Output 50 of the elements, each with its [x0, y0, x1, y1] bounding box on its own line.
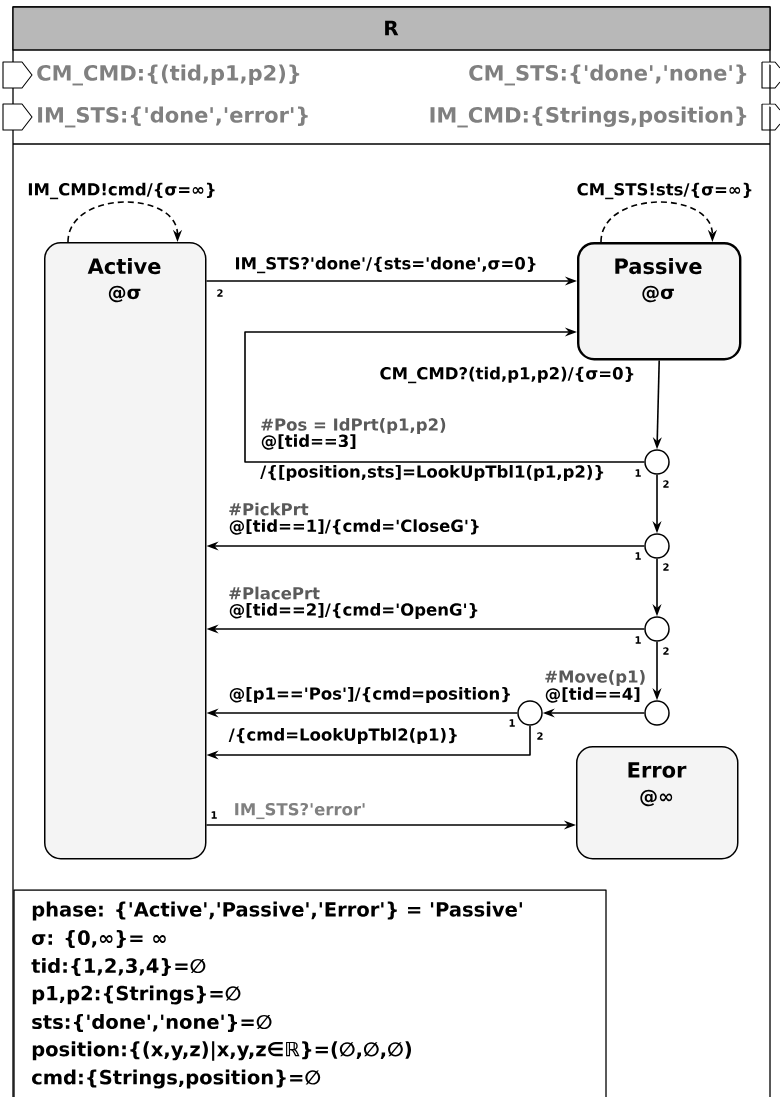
transition-arrow [244, 327, 646, 463]
transition-label: @[tid==1]/{cmd='CloseG'} [227, 517, 483, 537]
port-label: CM_CMD:{(tid,p1,p2)} [37, 64, 300, 86]
port-number: 2 [663, 647, 669, 655]
port-number: 1 [635, 552, 641, 560]
junction-circle [644, 700, 670, 726]
comment-label: #Move(p1) [545, 670, 645, 686]
comment-label: #PlacePrt [229, 586, 320, 600]
port-label: IM_CMD:{Strings,position} [430, 106, 747, 128]
port-number: 2 [537, 732, 543, 740]
port-number: 1 [635, 636, 641, 644]
port-number: 2 [217, 289, 223, 297]
transition-label: IM_CMD!cmd/{σ=∞} [25, 181, 219, 201]
variable-line: σ: {0,∞}= ∞ [32, 930, 166, 948]
transition-label: CM_CMD?(tid,p1,p2)/{σ=0} [378, 365, 637, 385]
transition-label: @[tid==3] [259, 432, 359, 452]
variable-line: p1,p2:{Strings}=∅ [32, 985, 241, 1005]
state-box: Passive @σ [577, 242, 742, 361]
port-number: 2 [663, 563, 669, 571]
state-box: Active @σ [44, 242, 207, 860]
transition-label: IM_STS?'error' [232, 801, 368, 821]
port-label: IM_STS:{'done','error'} [38, 106, 308, 128]
junction-circle [644, 533, 670, 559]
self-loop-arrow [67, 201, 183, 243]
transition-label: /{cmd=LookUpTbl2(p1)} [227, 726, 461, 746]
junction-circle [517, 700, 543, 726]
transition-label: @[tid==4] [543, 685, 643, 705]
transition-label: IM_STS?'done'/{sts='done',σ=0} [232, 255, 540, 275]
state-box: Error @∞ [576, 746, 739, 860]
transition-label: @[p1=='Pos']/{cmd=position} [227, 685, 514, 705]
variable-line: sts:{'done','none'}=∅ [32, 1014, 272, 1032]
variables-box [13, 889, 607, 1097]
port-number: 1 [509, 719, 515, 727]
self-loop-arrow [600, 201, 717, 243]
variable-line: phase: {'Active','Passive','Error'} = 'Passive' [32, 901, 522, 921]
junction-circle [644, 616, 670, 642]
port-number: 1 [635, 469, 641, 477]
comment-label: #Pos = IdPrt(p1,p2) [261, 418, 446, 434]
port-number: 1 [211, 811, 217, 819]
action-label: /{[position,sts]=LookUpTbl1(p1,p2)} [260, 465, 604, 481]
comment-label: #PickPrt [229, 502, 309, 516]
junction-circle [644, 449, 670, 475]
port-label: CM_STS:{'done','none'} [469, 64, 747, 86]
transition-label: CM_STS!sts/{σ=∞} [575, 181, 755, 201]
variable-line: position:{(x,y,z)|x,y,z∈ℝ}=(∅,∅,∅) [32, 1041, 411, 1061]
block-title: R [385, 20, 399, 36]
transition-label: @[tid==2]/{cmd='OpenG'} [227, 601, 481, 621]
port-number: 2 [663, 480, 669, 488]
variable-line: tid:{1,2,3,4}=∅ [31, 958, 206, 976]
variable-line: cmd:{Strings,position}=∅ [32, 1069, 321, 1089]
